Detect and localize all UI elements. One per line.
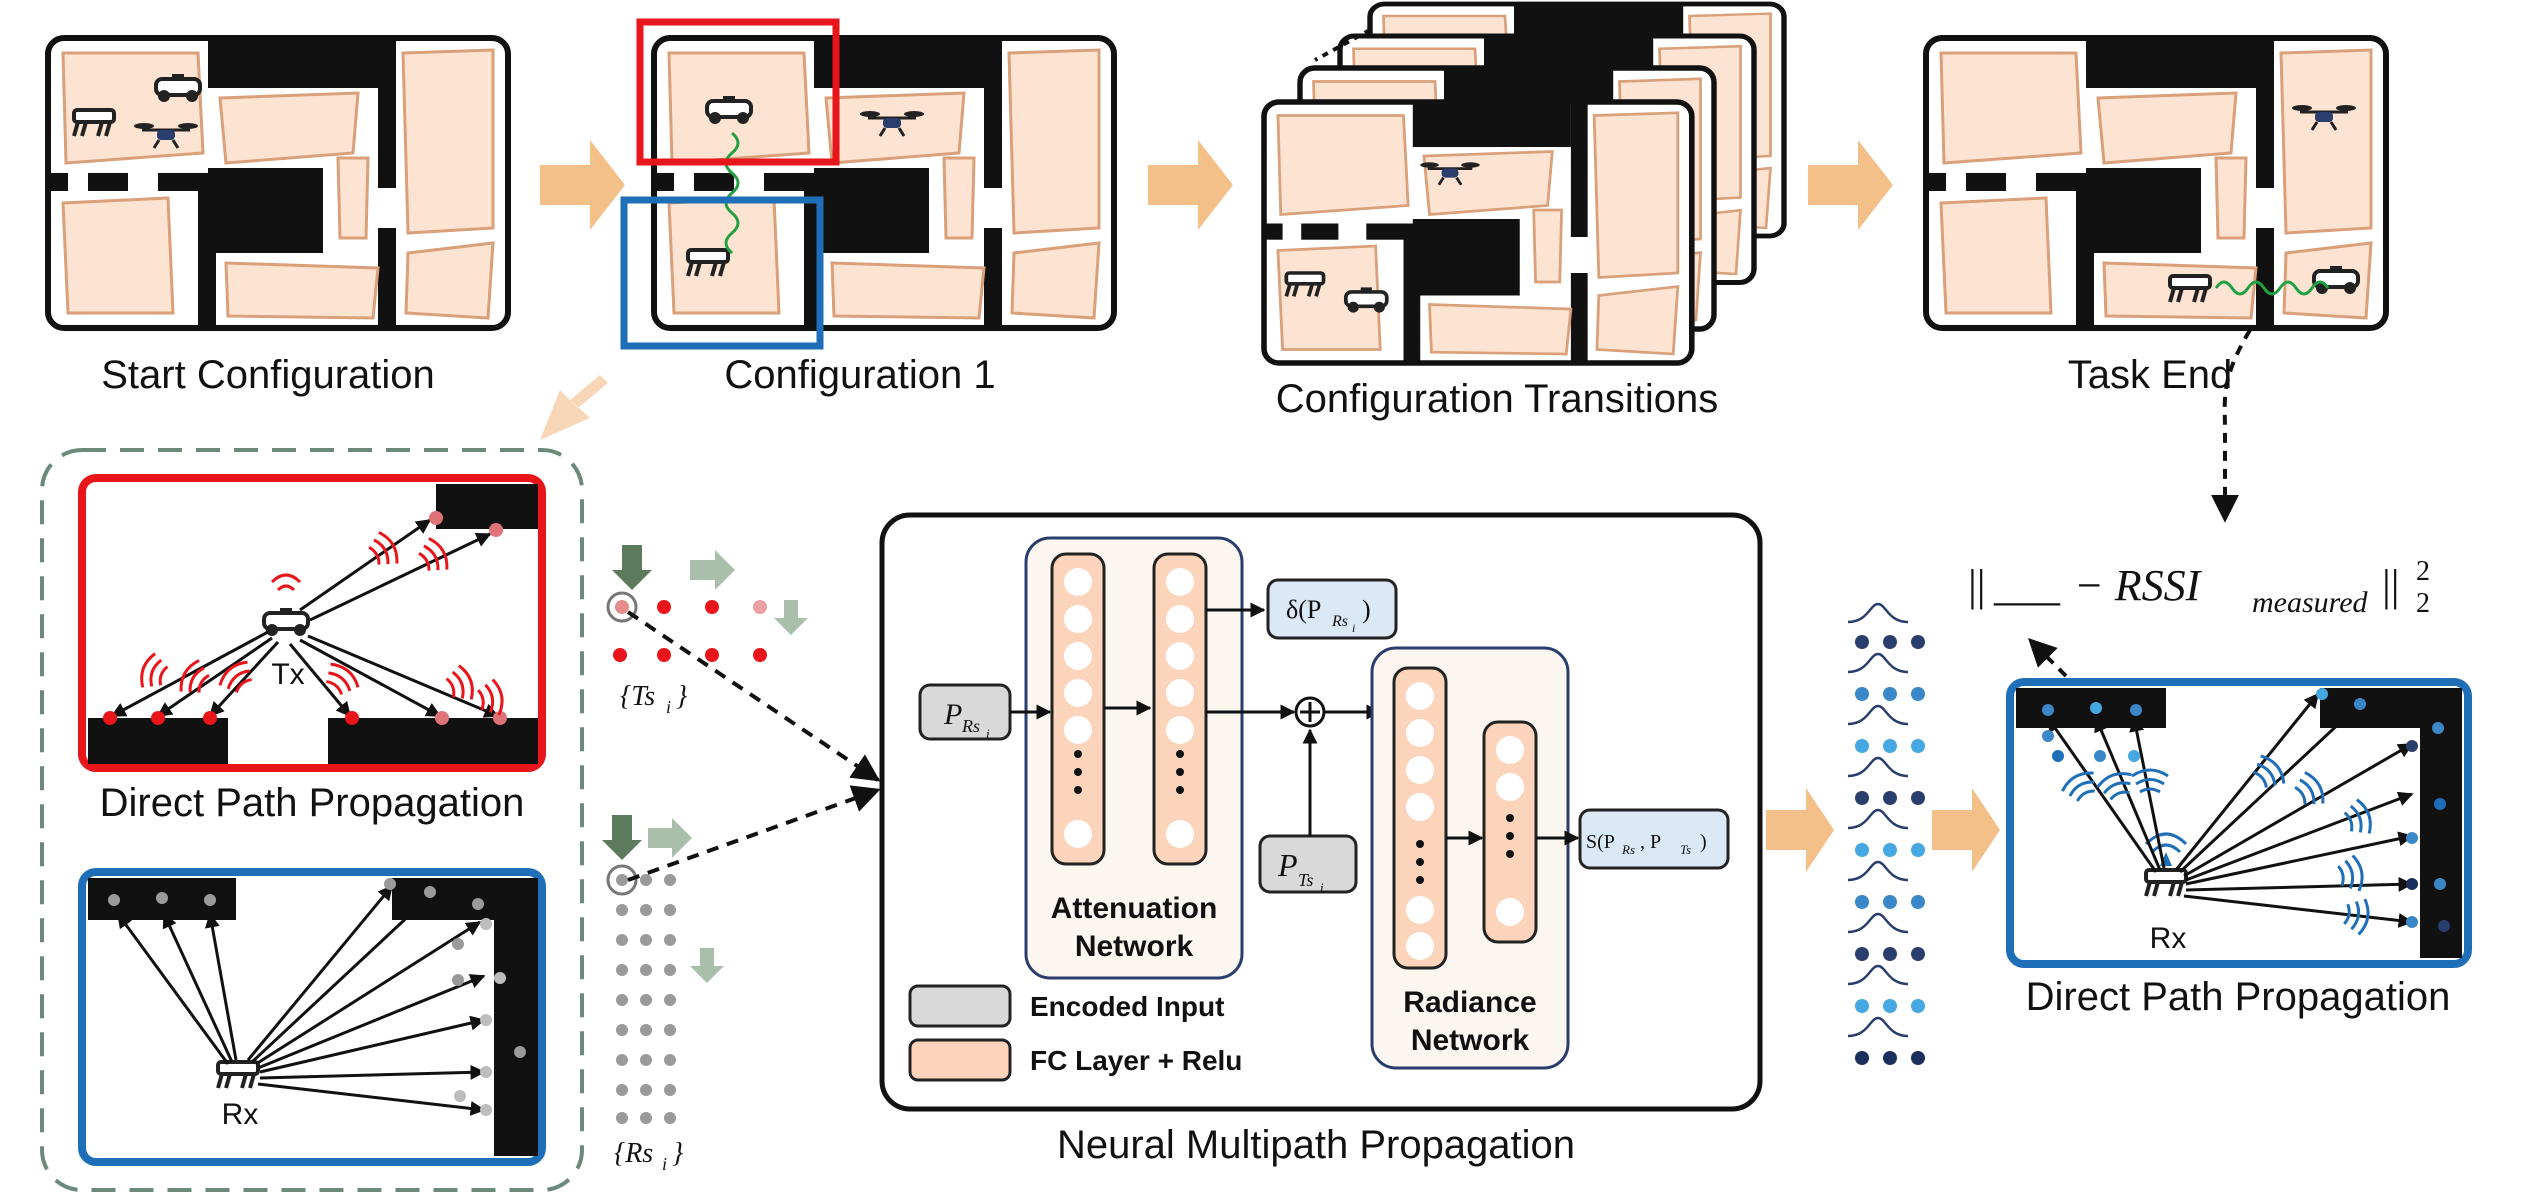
attenuation-label-1: Attenuation: [1051, 892, 1218, 925]
p-rs-sub-i: i: [986, 726, 990, 741]
p-ts-p: P: [1277, 847, 1298, 883]
ts-set-close: }: [676, 681, 687, 712]
p-rs-sub: Rs: [961, 716, 980, 736]
loss-sup: 2: [2416, 556, 2430, 587]
attenuation-label-2: Network: [1075, 930, 1194, 963]
loss-blank: ___: [1993, 561, 2061, 610]
direct-path-dashed-panel: [40, 448, 584, 1192]
direct-path-left-caption: Direct Path Propagation: [100, 781, 525, 825]
rx-to-loss-arrow: [2028, 638, 2068, 678]
rs-to-network-arrow: [627, 785, 881, 882]
loss-right-bars: ||: [2382, 561, 2400, 610]
task-end-map: [1926, 38, 2386, 328]
direct-path-right-caption: Direct Path Propagation: [2026, 975, 2451, 1019]
p-ts-sub-i: i: [1320, 880, 1324, 895]
task-end-to-loss-arrow: [2211, 328, 2252, 523]
rs-point-group: {Rs i }: [602, 815, 724, 1174]
flow-arrow-1: [540, 140, 625, 230]
configuration-transitions-caption: Configuration Transitions: [1276, 377, 1718, 421]
configuration-1-caption: Configuration 1: [724, 353, 995, 397]
legend-encoded-swatch: [908, 984, 1012, 1028]
p-ts-sub: Ts: [1298, 870, 1313, 890]
diagonal-arrow: [540, 375, 608, 440]
s-text: S(P: [1586, 831, 1615, 853]
neural-multipath-caption: Neural Multipath Propagation: [1057, 1123, 1575, 1167]
legend-fc-label: FC Layer + Relu: [1030, 1045, 1242, 1076]
p-ts-input: [1258, 834, 1358, 894]
s-mid: , P: [1640, 831, 1661, 853]
start-configuration-map: [48, 38, 508, 328]
delta-sub: Rs: [1331, 613, 1348, 630]
loss-left-bars: ||: [1968, 561, 1986, 610]
start-configuration-caption: Start Configuration: [101, 353, 435, 397]
rs-set-sub: i: [662, 1154, 667, 1174]
loss-sub-2: 2: [2416, 588, 2430, 619]
delta-close: ): [1362, 595, 1371, 624]
configuration-transitions-stack: [1264, 4, 1784, 363]
neural-network-box: Attenuation Network P Rs i δ(P Rs i ) P …: [879, 512, 1763, 1112]
s-output: [1578, 808, 1730, 870]
rx-right-direct-path-panel: Rx: [2006, 678, 2472, 968]
ts-to-network-arrow: [626, 610, 881, 782]
rs-set-label: {Rs: [614, 1138, 653, 1169]
legend-fc-swatch: [908, 1038, 1012, 1082]
rs-set-close: }: [672, 1138, 683, 1169]
s-sub-1: Rs: [1621, 842, 1635, 857]
p-rs-p: P: [943, 698, 962, 731]
s-close: ): [1700, 831, 1707, 853]
flow-arrow-2: [1148, 140, 1233, 230]
rx-direct-path-panel: Rx: [78, 868, 546, 1166]
tx-label: Tx: [271, 658, 304, 691]
configuration-1-map: [654, 38, 1114, 328]
radiance-label-1: Radiance: [1403, 986, 1536, 1019]
radiance-label-2: Network: [1411, 1024, 1530, 1057]
blue-highlight-box: [620, 196, 824, 350]
rx-left-label: Rx: [222, 1098, 259, 1131]
delta-text: δ(P: [1286, 595, 1321, 624]
flow-arrow-3: [1808, 140, 1893, 230]
flow-arrow-5: [1932, 788, 2000, 872]
ts-point-group: {Ts i }: [606, 545, 808, 717]
rx-right-label: Rx: [2150, 922, 2187, 955]
task-end-caption: Task End: [2068, 353, 2233, 397]
loss-formula: || ___ − RSSI measured || 2 2: [1968, 556, 2430, 619]
flow-arrow-4: [1766, 788, 1834, 872]
red-highlight-box: [636, 18, 840, 166]
ts-set-sub: i: [666, 697, 671, 717]
tx-direct-path-panel: Tx: [78, 474, 546, 772]
loss-mid: − RSSI: [2074, 561, 2203, 610]
legend-encoded-label: Encoded Input: [1030, 991, 1224, 1022]
loss-sub: measured: [2252, 586, 2369, 619]
s-sub-2: Ts: [1680, 842, 1691, 857]
delta-sub-i: i: [1352, 621, 1355, 635]
radiance-output-stack: [1846, 602, 1925, 1065]
delta-output: [1266, 578, 1398, 640]
ts-set-label: {Ts: [620, 681, 655, 712]
